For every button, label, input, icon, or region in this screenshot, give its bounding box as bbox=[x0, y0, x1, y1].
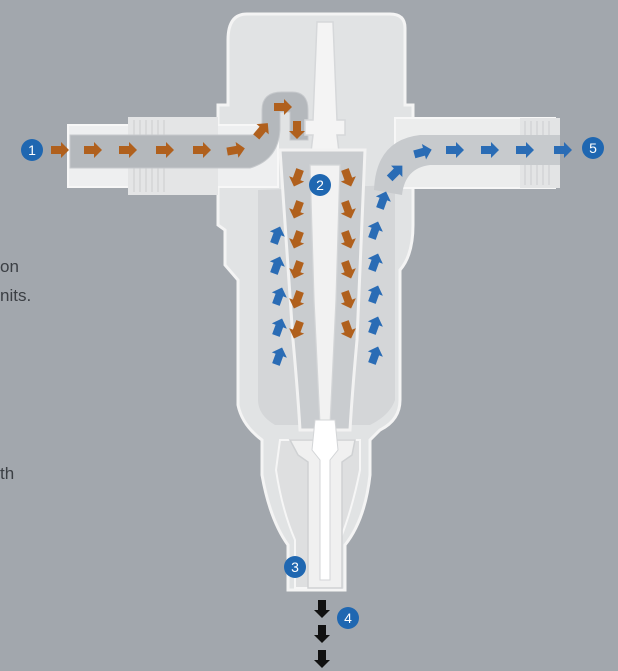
step-badge-number: 1 bbox=[28, 142, 36, 158]
step-badge-5: 5 bbox=[582, 137, 604, 159]
step-badge-3: 3 bbox=[284, 556, 306, 578]
inlet-pipe bbox=[68, 92, 308, 195]
cold-outlet-pipe bbox=[374, 118, 560, 195]
step-badge-1: 1 bbox=[21, 139, 43, 161]
step-badge-2: 2 bbox=[309, 174, 331, 196]
step-badge-number: 2 bbox=[316, 177, 324, 193]
hot-flow-arrow bbox=[51, 142, 69, 158]
step-badge-number: 3 bbox=[291, 559, 299, 575]
outlet-flow-arrow bbox=[314, 600, 330, 618]
outlet-flow-arrow bbox=[314, 650, 330, 668]
outlet-flow-arrow bbox=[314, 625, 330, 643]
step-badge-number: 5 bbox=[589, 140, 597, 156]
step-badge-4: 4 bbox=[337, 607, 359, 629]
step-badge-number: 4 bbox=[344, 610, 352, 626]
